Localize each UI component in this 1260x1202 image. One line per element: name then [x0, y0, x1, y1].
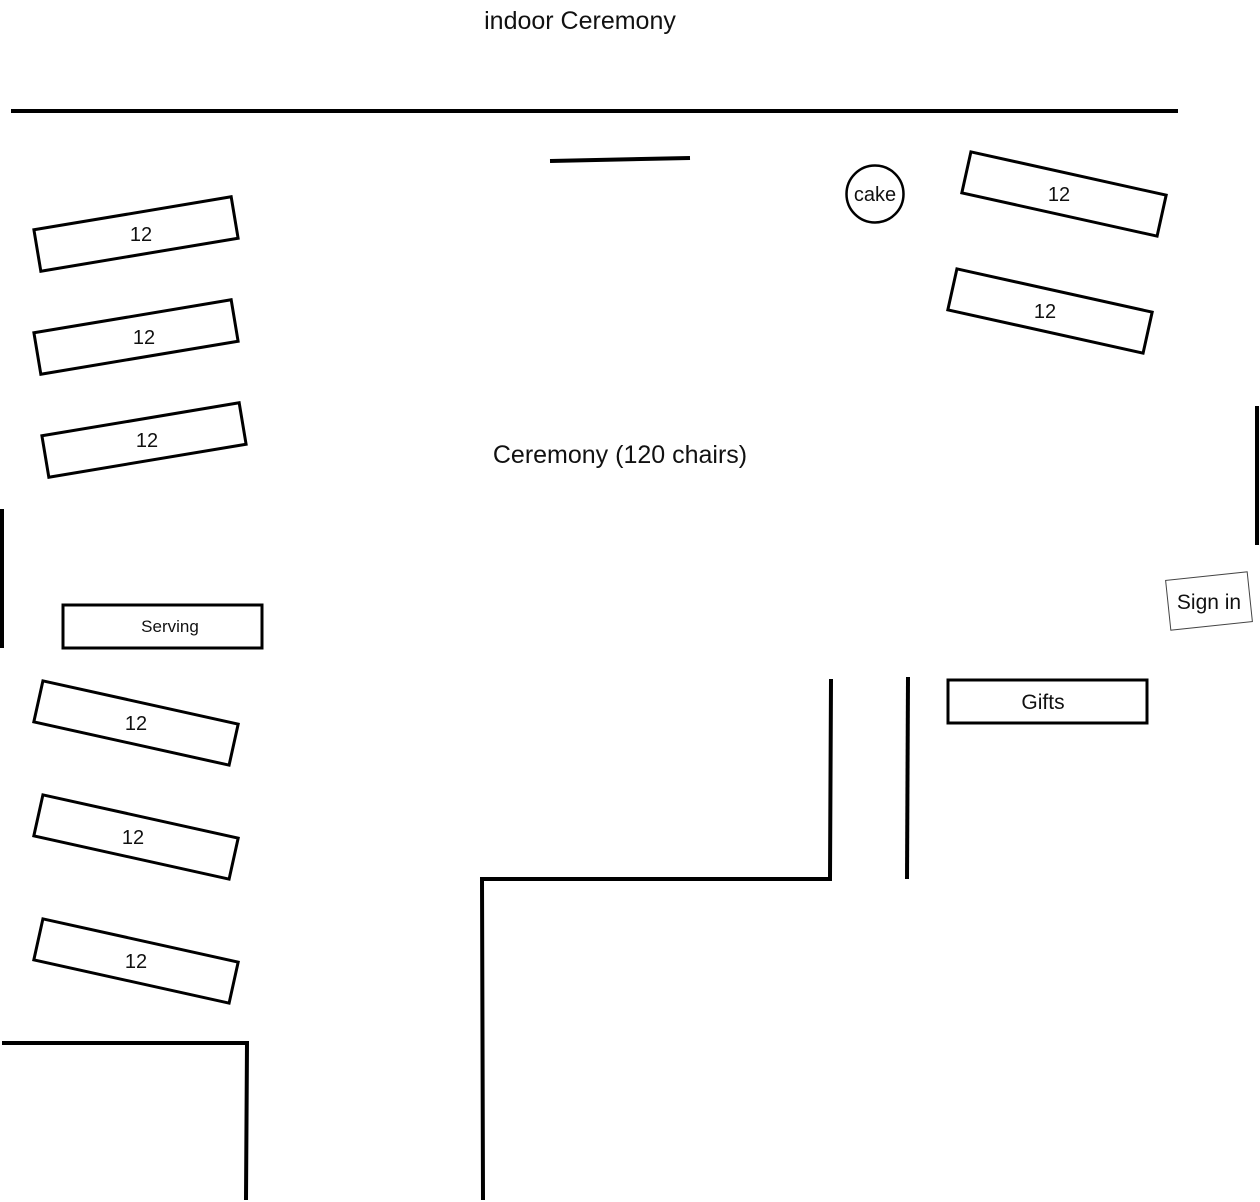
table-rect	[40, 401, 248, 479]
table-rect	[32, 917, 240, 1005]
table-seat-count: 12	[1048, 184, 1070, 206]
table-rect	[32, 679, 240, 767]
table-left-1[interactable]: 12	[32, 195, 240, 273]
table-left-3[interactable]: 12	[40, 401, 248, 479]
cake-label: cake	[854, 184, 896, 206]
table-rect	[946, 267, 1154, 355]
entrance-wall-right	[905, 676, 910, 880]
table-rect	[960, 150, 1168, 238]
table-seat-count: 12	[1034, 301, 1056, 323]
sign-in-rect	[1165, 571, 1253, 631]
sign-in-label: Sign in	[1177, 591, 1241, 614]
gifts-table-rect	[946, 678, 1149, 725]
table-seat-count: 12	[122, 827, 144, 849]
table-rect	[32, 195, 240, 273]
serving-table-rect	[61, 603, 264, 650]
table-seat-count: 12	[130, 224, 152, 246]
table-left-2[interactable]: 12	[32, 298, 240, 376]
serving-table[interactable]: Serving	[61, 603, 264, 650]
altar-line	[549, 156, 691, 163]
table-seat-count: 12	[136, 430, 158, 452]
gifts-table[interactable]: Gifts	[946, 678, 1149, 725]
entrance-wall-left	[479, 678, 833, 1201]
table-seat-count: 12	[125, 713, 147, 735]
table-rect	[32, 298, 240, 376]
table-left-5[interactable]: 12	[32, 793, 240, 881]
plan-title: indoor Ceremony	[484, 7, 676, 35]
gifts-label: Gifts	[1021, 691, 1064, 714]
table-seat-count: 12	[133, 327, 155, 349]
cake-table[interactable]: cake	[845, 164, 905, 224]
serving-label: Serving	[141, 617, 199, 636]
ceremony-label: Ceremony (120 chairs)	[493, 441, 747, 469]
bottom-left-wall	[2, 1041, 250, 1201]
sign-in-table[interactable]: Sign in	[1165, 571, 1253, 631]
table-rect	[32, 793, 240, 881]
table-right-2[interactable]: 12	[946, 267, 1154, 355]
table-right-1[interactable]: 12	[960, 150, 1168, 238]
table-left-4[interactable]: 12	[32, 679, 240, 767]
table-seat-count: 12	[125, 951, 147, 973]
cake-circle	[845, 164, 905, 224]
table-left-6[interactable]: 12	[32, 917, 240, 1005]
